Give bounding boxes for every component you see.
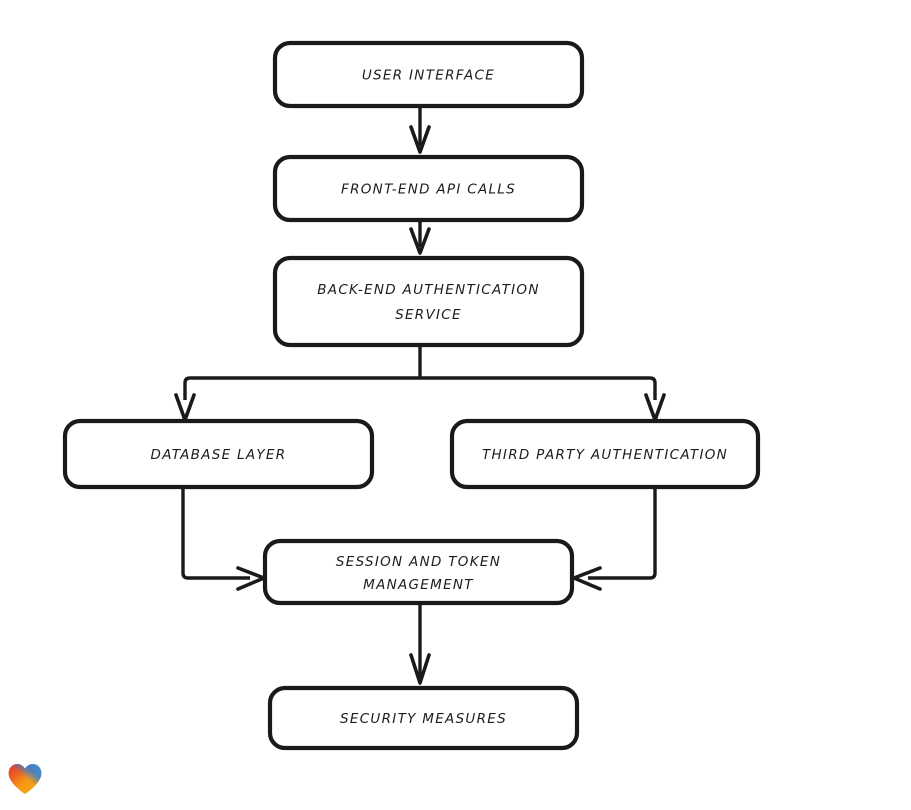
node-database-layer[interactable]: DATABASE LAYER [62, 418, 375, 490]
edge-backend-to-thirdparty [420, 376, 666, 422]
node-session-and-token-management[interactable]: SESSION AND TOKEN MANAGEMENT [262, 538, 575, 606]
edge-thirdparty-to-session [572, 487, 657, 591]
edge-ui-to-api [409, 106, 431, 154]
node-label-security-measures: SECURITY MEASURES [340, 711, 507, 727]
node-label-session-and-token-management-line2: MANAGEMENT [363, 577, 474, 593]
node-third-party-authentication[interactable]: THIRD PARTY AUTHENTICATION [449, 418, 761, 490]
node-box-front-end-api-calls[interactable] [272, 154, 585, 223]
node-label-session-and-token-management-line1: SESSION AND TOKEN [336, 554, 501, 570]
node-label-database-layer: DATABASE LAYER [151, 447, 287, 463]
node-box-security-measures[interactable] [267, 685, 580, 751]
edge-api-to-backend [409, 220, 431, 255]
node-user-interface[interactable]: USER INTERFACE [272, 40, 585, 109]
edge-backend-to-database [174, 376, 420, 422]
node-box-back-end-auth-service[interactable] [272, 255, 585, 348]
edge-session-to-security [409, 603, 431, 685]
node-label-front-end-api-calls: FRONT-END API CALLS [341, 182, 516, 198]
node-label-third-party-authentication: THIRD PARTY AUTHENTICATION [482, 447, 728, 463]
node-box-user-interface[interactable] [272, 40, 585, 109]
edge-database-to-session [181, 487, 266, 591]
node-front-end-api-calls[interactable]: FRONT-END API CALLS [272, 154, 585, 223]
node-label-user-interface: USER INTERFACE [362, 68, 495, 84]
node-back-end-auth-service[interactable]: BACK-END AUTHENTICATION SERVICE [272, 255, 585, 348]
node-box-session-and-token-management[interactable] [262, 538, 575, 606]
heart-shape-blue-overlay [8, 764, 42, 794]
node-security-measures[interactable]: SECURITY MEASURES [267, 685, 580, 751]
node-label-back-end-auth-service-line1: BACK-END AUTHENTICATION [317, 282, 540, 298]
node-box-third-party-authentication[interactable] [449, 418, 761, 490]
node-box-database-layer[interactable] [62, 418, 375, 490]
node-label-back-end-auth-service-line2: SERVICE [395, 307, 462, 323]
heart-icon [8, 764, 42, 794]
